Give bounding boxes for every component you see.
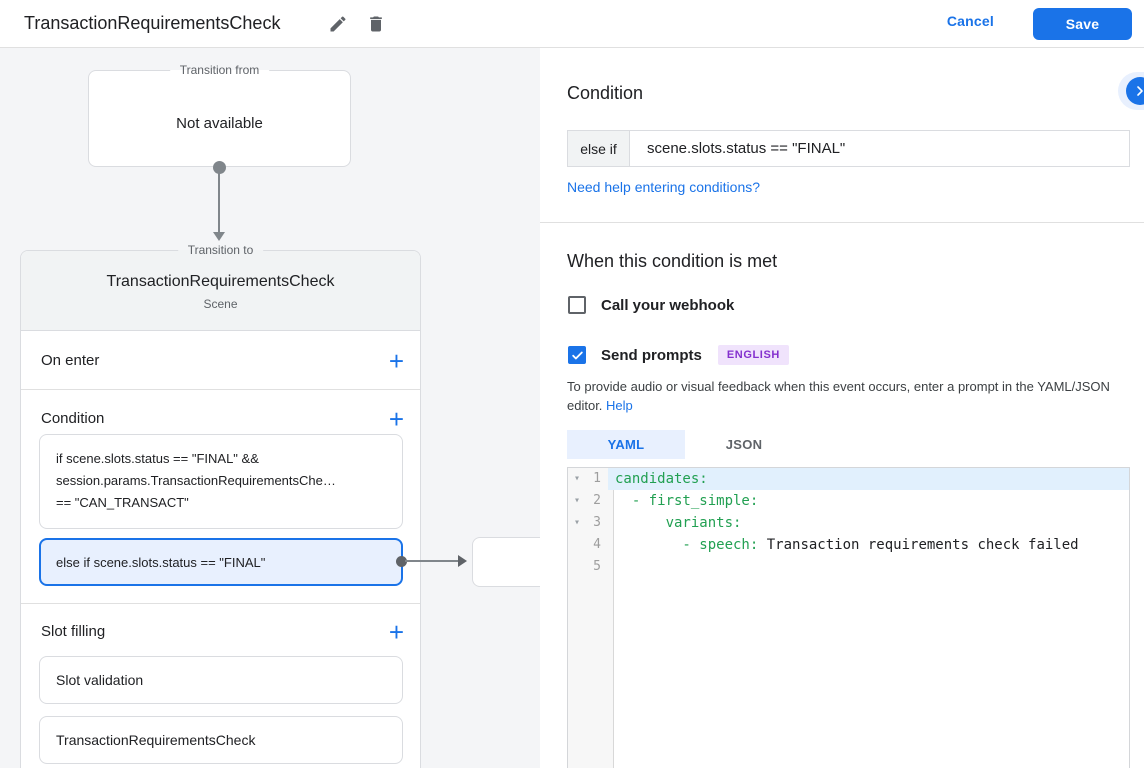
add-condition-button[interactable]: +	[388, 404, 404, 434]
condition-expression-row: else if	[567, 130, 1130, 167]
page-title: TransactionRequirementsCheck	[24, 13, 281, 33]
call-webhook-checkbox[interactable]	[568, 296, 586, 314]
on-enter-label: On enter	[41, 352, 100, 369]
add-on-enter-button[interactable]: +	[388, 346, 404, 376]
call-webhook-label: Call your webhook	[601, 296, 735, 314]
fold-spacer	[568, 534, 586, 556]
yaml-code-editor[interactable]: ▾ 1 candidates: ▾ 2 - first_simple: ▾ 3 …	[567, 467, 1130, 768]
panel-collapse-button[interactable]	[1126, 77, 1144, 105]
condition-target-node[interactable]	[472, 537, 540, 587]
condition-line: session.params.TransactionRequirementsCh…	[56, 473, 336, 488]
condition-expression-input[interactable]	[630, 131, 1129, 166]
editor-gutter	[568, 468, 614, 768]
condition-detail-panel: Condition else if Need help entering con…	[540, 48, 1144, 768]
condition-connector-line	[405, 560, 459, 562]
condition-section: Condition + if scene.slots.status == "FI…	[21, 390, 420, 604]
prompts-description: To provide audio or visual feedback when…	[567, 377, 1123, 415]
tab-json[interactable]: JSON	[725, 437, 763, 452]
fold-toggle-icon[interactable]: ▾	[573, 517, 581, 528]
slot-item-label: TransactionRequirementsCheck	[56, 732, 256, 748]
top-bar: TransactionRequirementsCheck Cancel Save	[0, 0, 1144, 48]
flow-arrow-head-icon	[213, 232, 225, 241]
on-enter-section: On enter +	[21, 331, 420, 390]
condition-line: == "CAN_TRANSACT"	[56, 495, 189, 510]
prompts-description-text: To provide audio or visual feedback when…	[567, 379, 1110, 413]
code-text: - first_simple:	[615, 493, 759, 509]
transition-to-card: Transition to TransactionRequirementsChe…	[20, 243, 421, 768]
tab-yaml[interactable]: YAML	[567, 430, 685, 459]
slot-filling-section: Slot filling + Slot validation Transacti…	[21, 604, 420, 768]
condition-line: if scene.slots.status == "FINAL" &&	[56, 451, 259, 466]
trash-icon	[370, 16, 382, 32]
code-text: variants:	[615, 515, 742, 531]
line-number: 1	[593, 471, 601, 486]
save-button[interactable]: Save	[1033, 8, 1132, 40]
code-text	[607, 556, 1129, 578]
fold-toggle-icon[interactable]: ▾	[573, 495, 581, 506]
send-prompts-checkbox[interactable]	[568, 346, 586, 364]
pencil-icon	[330, 16, 346, 32]
when-condition-met-heading: When this condition is met	[567, 251, 778, 271]
flow-arrow-line	[218, 172, 220, 233]
condition-item-elseif-selected[interactable]: else if scene.slots.status == "FINAL"	[39, 538, 403, 586]
transition-from-content: Not available	[176, 115, 263, 132]
cancel-button[interactable]: Cancel	[946, 13, 994, 29]
line-number: 3	[593, 515, 601, 530]
prompts-help-link[interactable]: Help	[606, 398, 633, 413]
line-number: 4	[593, 537, 601, 552]
line-number: 5	[593, 559, 601, 574]
code-line[interactable]: 5	[568, 556, 1129, 578]
chevron-right-icon	[1137, 86, 1143, 96]
condition-item-if[interactable]: if scene.slots.status == "FINAL" && sess…	[39, 434, 403, 529]
checkmark-icon	[571, 351, 583, 359]
condition-heading: Condition	[567, 83, 644, 103]
delete-scene-button[interactable]	[364, 12, 388, 36]
code-line[interactable]: ▾ 3 variants:	[568, 512, 1129, 534]
scene-card-subtitle: Scene	[203, 297, 238, 311]
line-number: 2	[593, 493, 601, 508]
send-prompts-row: Send prompts ENGLISH	[568, 345, 789, 365]
transition-to-legend: Transition to	[177, 243, 264, 257]
slot-item-transaction-check[interactable]: TransactionRequirementsCheck	[39, 716, 403, 764]
call-webhook-row: Call your webhook	[568, 296, 734, 314]
condition-connector-arrow-icon	[458, 555, 467, 567]
scene-flow-panel: Transition from Not available Transition…	[0, 48, 540, 768]
code-line[interactable]: ▾ 1 candidates:	[568, 468, 1129, 490]
send-prompts-label: Send prompts	[601, 346, 702, 364]
code-line[interactable]: ▾ 2 - first_simple:	[568, 490, 1129, 512]
condition-section-label: Condition	[41, 410, 105, 427]
scene-card-header: TransactionRequirementsCheck Scene	[21, 251, 420, 331]
code-line[interactable]: 4 - speech: Transaction requirements che…	[568, 534, 1129, 556]
edit-scene-button[interactable]	[326, 12, 350, 36]
slot-item-label: Slot validation	[56, 672, 144, 688]
flow-arrow-start-dot	[213, 161, 226, 174]
scene-card-title: TransactionRequirementsCheck	[106, 273, 335, 290]
slot-filling-label: Slot filling	[41, 623, 106, 640]
condition-prefix-label: else if	[568, 131, 630, 166]
condition-connector-dot	[396, 556, 407, 567]
code-text: candidates:	[608, 468, 1129, 490]
code-text: - speech: Transaction requirements check…	[615, 537, 1079, 553]
transition-from-box: Transition from Not available	[88, 63, 351, 167]
fold-toggle-icon[interactable]: ▾	[573, 473, 581, 484]
fold-spacer	[568, 556, 586, 578]
add-slot-button[interactable]: +	[388, 617, 404, 647]
editor-format-tabs: YAML JSON	[567, 430, 803, 459]
conditions-help-link[interactable]: Need help entering conditions?	[567, 179, 761, 195]
language-badge: ENGLISH	[717, 345, 789, 365]
slot-item-validation[interactable]: Slot validation	[39, 656, 403, 704]
section-divider	[540, 222, 1144, 223]
transition-from-legend: Transition from	[169, 63, 270, 77]
condition-line: else if scene.slots.status == "FINAL"	[56, 554, 266, 570]
